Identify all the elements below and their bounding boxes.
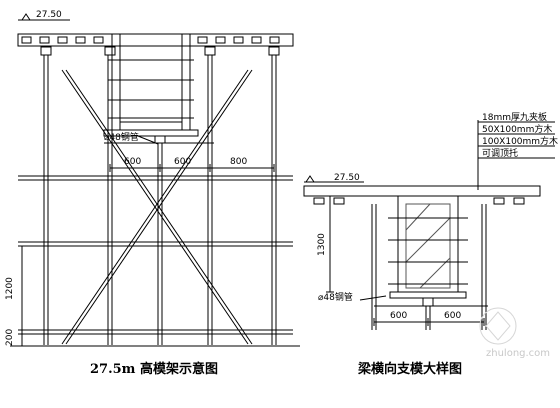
left-formwork-elevation (10, 13, 300, 347)
right-beam-formwork (397, 195, 459, 293)
right-layer-1: 18mm厚九夹板 (482, 111, 547, 123)
watermark-text: zhulong.com (486, 348, 550, 359)
right-slab (303, 185, 541, 197)
right-caption: 梁横向支模大样图 (357, 361, 462, 377)
right-elevation-label: 27.50 (334, 173, 360, 183)
left-height-200: 200 (5, 329, 15, 346)
watermark-logo (479, 307, 517, 345)
right-beam-detail (303, 120, 555, 330)
left-spacing-3: 800 (230, 157, 247, 167)
right-layer-2: 50X100mm方木 (482, 123, 552, 135)
right-height-1300: 1300 (317, 233, 327, 256)
right-layer-4: 可调顶托 (482, 147, 518, 159)
right-pipe-label: ⌀48钢管 (318, 291, 353, 303)
left-pipe-label: ⌀48钢管 (104, 131, 139, 143)
right-spacing-2: 600 (444, 311, 461, 321)
left-beam-formwork (111, 33, 191, 131)
right-spacing-1: 600 (390, 311, 407, 321)
left-elevation-label: 27.50 (36, 10, 62, 20)
right-layer-3: 100X100mm方木 (482, 135, 558, 147)
left-caption: 27.5m 高模架示意图 (90, 361, 218, 377)
left-height-1200: 1200 (5, 277, 15, 300)
left-spacing-2: 600 (174, 157, 191, 167)
left-spacing-1: 600 (124, 157, 141, 167)
